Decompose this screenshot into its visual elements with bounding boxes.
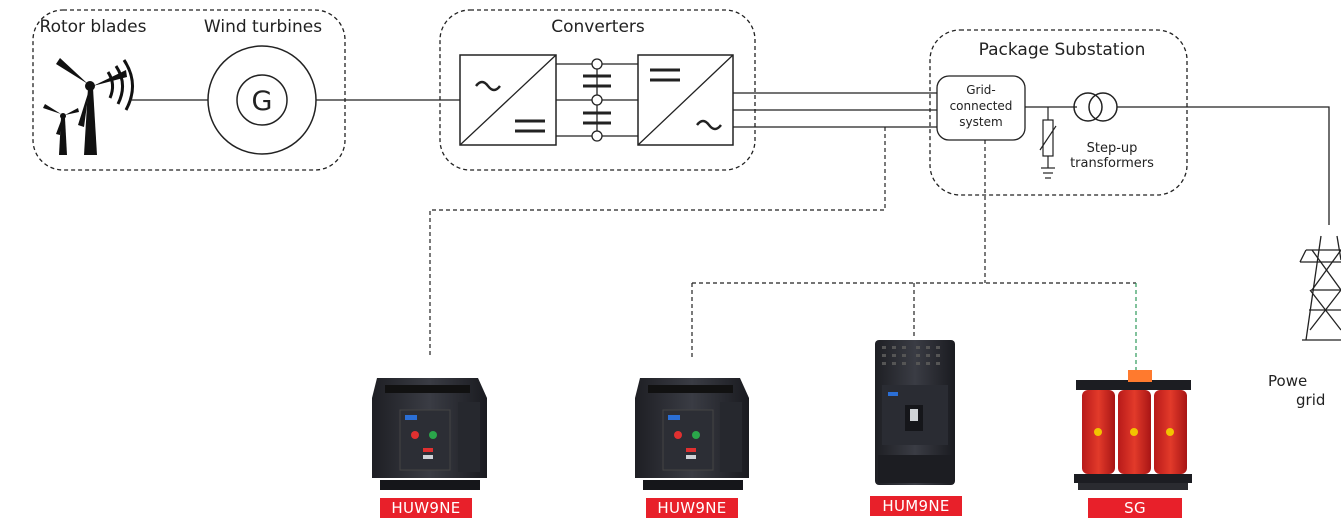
step-up-label-line2: transformers [1070,156,1154,171]
power-grid-label-line2: grid [1296,391,1325,409]
product-label-hum9ne: HUM9NE [870,496,962,516]
wind-turbines-label: Wind turbines [204,17,322,37]
wire-transformer-grid [1117,106,1330,225]
three-phase-output-lines [733,92,937,128]
converters-group-box [439,9,756,171]
grid-connected-label-line1: Grid- [966,83,996,97]
ac-dc-converter-block [459,54,557,146]
generator-symbol: G [252,86,273,117]
surge-arrester-icon [1039,107,1057,179]
transmission-tower-icon [1299,235,1341,341]
rotor-wind-group-box [32,9,346,171]
dc-link-capacitors [556,58,638,142]
wind-turbine-icon [43,58,134,155]
product-label-huw9ne-1: HUW9NE [380,498,472,518]
step-up-transformer-icon [1073,92,1118,122]
dry-type-transformer-image [1074,370,1192,490]
grid-connected-system-box [936,75,1026,141]
package-substation-label: Package Substation [979,40,1146,60]
dashed-connection-lines [429,127,1136,358]
converters-label: Converters [551,17,645,37]
product-label-sg: SG [1088,498,1182,518]
step-up-label-line1: Step-up [1087,141,1138,156]
air-circuit-breaker-image-2 [635,378,749,490]
substation-group-box [929,29,1188,196]
power-grid-label-line1: Powe [1268,372,1307,390]
dc-ac-inverter-block [637,54,734,146]
rotor-blades-label: Rotor blades [40,17,147,37]
grid-connected-label-line3: system [959,115,1002,129]
moulded-case-breaker-image [875,340,955,485]
product-label-huw9ne-2: HUW9NE [646,498,738,518]
grid-connected-label-line2: connected [950,99,1013,113]
air-circuit-breaker-image-1 [372,378,487,490]
